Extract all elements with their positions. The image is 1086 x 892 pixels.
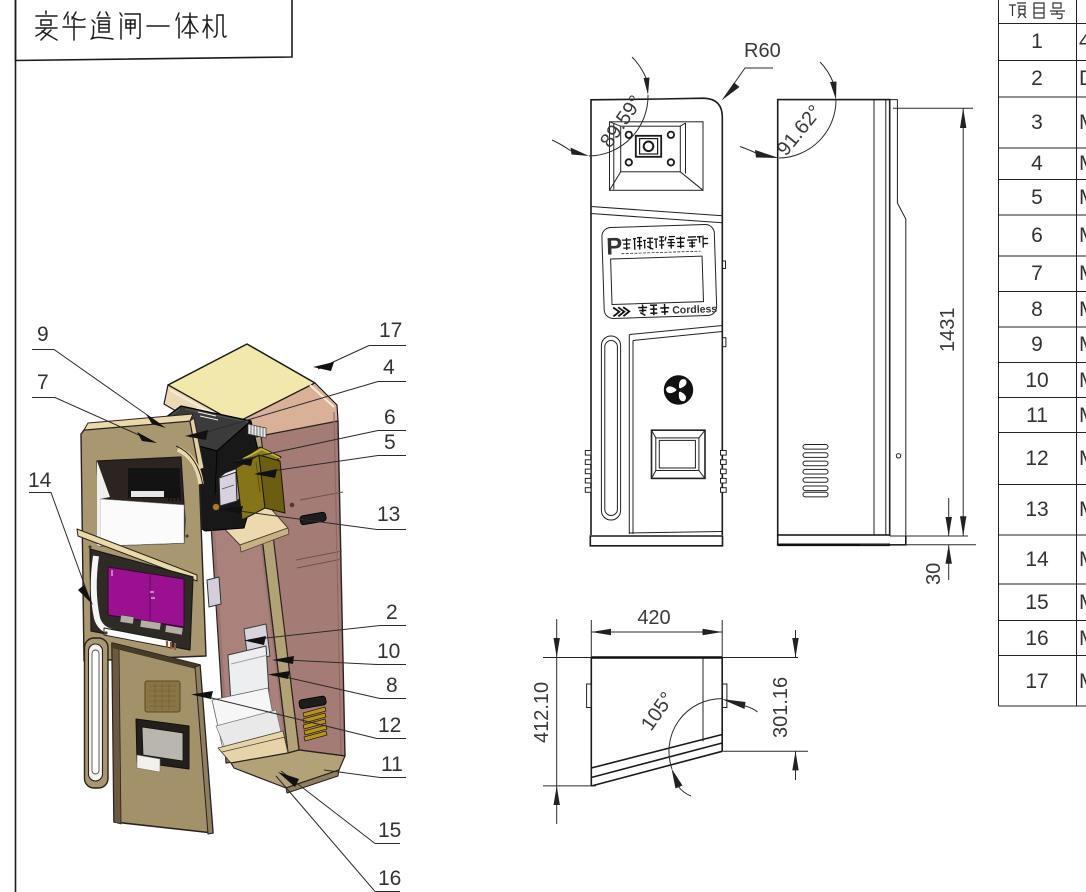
svg-text:30: 30 <box>923 563 945 585</box>
svg-text:10: 10 <box>377 640 400 663</box>
svg-text:301.16: 301.16 <box>770 677 792 738</box>
svg-text:17: 17 <box>1025 670 1048 693</box>
svg-text:7: 7 <box>1031 262 1043 285</box>
svg-text:15: 15 <box>1025 591 1048 614</box>
svg-text:17: 17 <box>379 319 402 342</box>
svg-text:12: 12 <box>1025 447 1048 470</box>
svg-text:16: 16 <box>1025 627 1048 650</box>
svg-text:M: M <box>1079 627 1086 650</box>
svg-text:3: 3 <box>1031 111 1043 134</box>
svg-text:Cordless: Cordless <box>672 303 717 316</box>
svg-text:6: 6 <box>1031 224 1043 247</box>
svg-text:7: 7 <box>37 371 49 394</box>
svg-text:M: M <box>1079 498 1086 521</box>
svg-text:15: 15 <box>378 819 401 842</box>
svg-text:M: M <box>1079 186 1086 209</box>
svg-text:5: 5 <box>384 431 396 454</box>
svg-text:M: M <box>1079 404 1086 427</box>
svg-text:P: P <box>606 233 623 260</box>
svg-text:13: 13 <box>377 503 400 526</box>
svg-text:2: 2 <box>386 601 398 624</box>
svg-text:14: 14 <box>1025 548 1049 571</box>
svg-text:10: 10 <box>1025 369 1048 392</box>
svg-text:M: M <box>1079 670 1086 693</box>
svg-text:420: 420 <box>637 607 670 629</box>
svg-text:R60: R60 <box>744 40 781 62</box>
svg-text:8: 8 <box>386 674 398 697</box>
svg-text:14: 14 <box>28 469 52 492</box>
svg-text:16: 16 <box>378 867 401 890</box>
svg-text:6: 6 <box>384 406 396 429</box>
svg-text:5: 5 <box>1031 186 1043 209</box>
svg-text:M: M <box>1079 548 1086 571</box>
svg-text:412.10: 412.10 <box>531 682 553 743</box>
svg-text:11: 11 <box>1026 404 1048 427</box>
svg-text:M: M <box>1079 111 1086 134</box>
svg-text:8: 8 <box>1031 298 1043 321</box>
svg-text:M: M <box>1079 369 1086 392</box>
svg-text:4: 4 <box>383 356 395 379</box>
svg-text:1431: 1431 <box>937 308 959 353</box>
svg-text:11: 11 <box>381 753 403 776</box>
svg-text:91.62°: 91.62° <box>773 101 827 160</box>
svg-text:2: 2 <box>1031 67 1043 90</box>
svg-text:M: M <box>1079 591 1086 614</box>
svg-text:M: M <box>1079 262 1086 285</box>
svg-text:4: 4 <box>1079 30 1086 53</box>
svg-text:13: 13 <box>1025 498 1048 521</box>
svg-text:D: D <box>1079 67 1086 90</box>
svg-text:12: 12 <box>378 714 401 737</box>
svg-text:M: M <box>1079 333 1086 356</box>
svg-text:105°: 105° <box>637 688 679 735</box>
svg-text:9: 9 <box>1031 333 1043 356</box>
svg-text:M: M <box>1079 298 1086 321</box>
svg-text:M: M <box>1079 447 1086 470</box>
svg-text:9: 9 <box>37 323 49 346</box>
svg-text:1: 1 <box>1031 30 1043 53</box>
svg-text:M: M <box>1079 224 1086 247</box>
svg-text:4: 4 <box>1031 152 1043 175</box>
svg-text:M: M <box>1079 152 1086 175</box>
